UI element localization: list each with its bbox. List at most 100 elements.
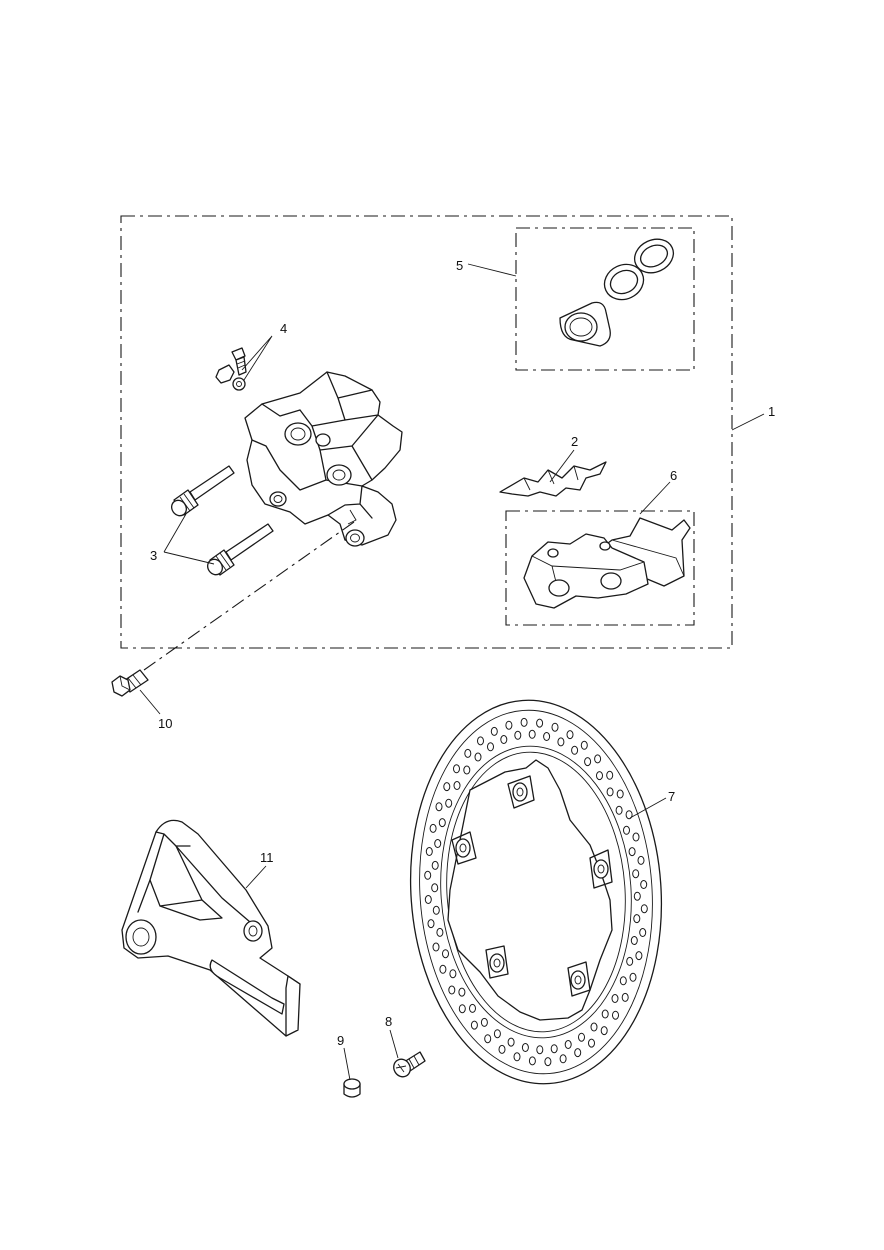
brake-pad-kit-boundary: [505, 510, 695, 626]
piston-and-seals: [559, 238, 674, 347]
disc-vent-hole: [606, 770, 614, 780]
pad-spring: [499, 461, 607, 497]
disc-vent-hole: [448, 985, 456, 995]
disc-vent-hole: [434, 839, 442, 848]
disc-vent-hole: [443, 782, 451, 792]
disc-vent-hole: [432, 942, 440, 952]
disc-vent-hole: [551, 722, 559, 732]
disc-vent-hole: [615, 805, 623, 815]
callout-5: 5: [456, 258, 463, 273]
callout-9: 9: [337, 1033, 344, 1048]
disc-vent-hole: [484, 1034, 492, 1044]
disc-vent-hole: [536, 1045, 544, 1055]
disc-vent-hole: [500, 735, 508, 744]
callout-1: 1: [768, 404, 775, 419]
disc-vent-hole: [521, 1043, 529, 1052]
disc-bolt: [393, 1051, 426, 1078]
disc-vent-hole: [566, 730, 574, 740]
disc-vent-hole: [487, 742, 494, 752]
disc-vent-hole: [550, 1044, 558, 1054]
disc-vent-hole: [557, 737, 565, 747]
disc-vent-hole: [442, 949, 449, 959]
callout-4: 4: [280, 321, 287, 336]
disc-vent-hole: [514, 730, 522, 740]
disc-vent-hole: [445, 798, 453, 808]
cap: [343, 1078, 361, 1098]
disc-vent-hole: [580, 740, 588, 750]
bleed-screw: [215, 347, 247, 391]
disc-vent-holes: [424, 717, 648, 1067]
disc-vent-hole: [463, 765, 471, 775]
disc-vent-hole: [432, 905, 440, 915]
disc-vent-hole: [544, 1057, 552, 1067]
callout-3: 3: [150, 548, 157, 563]
disc-vent-hole: [590, 1022, 598, 1032]
caliper-body: [244, 371, 403, 547]
disc-vent-hole: [449, 969, 457, 979]
disc-vent-hole: [601, 1009, 609, 1019]
disc-vent-hole: [498, 1044, 506, 1054]
disc-vent-hole: [469, 1003, 476, 1013]
disc-vent-hole: [588, 1038, 595, 1048]
slide-pin-lower: [207, 523, 274, 576]
disc-vent-hole: [543, 732, 551, 741]
caliper-mounting-bolt: [111, 669, 149, 697]
disc-vent-hole: [477, 736, 484, 746]
disc-vent-hole: [611, 994, 619, 1003]
slide-pin-upper: [171, 465, 235, 517]
disc-vent-hole: [594, 754, 602, 764]
disc-vent-hole: [453, 764, 460, 774]
disc-vent-hole: [425, 847, 433, 856]
disc-vent-hole: [438, 818, 446, 828]
disc-vent-hole: [480, 1017, 488, 1027]
disc-vent-hole: [621, 992, 629, 1002]
callout-6: 6: [670, 468, 677, 483]
caliper-kit-boundary: [120, 215, 733, 649]
leader-lines: [139, 263, 765, 1081]
disc-vent-hole: [619, 976, 627, 986]
disc-vent-hole: [629, 972, 637, 982]
disc-vent-hole: [470, 1020, 478, 1030]
disc-vent-hole: [559, 1054, 567, 1064]
disc-vent-hole: [633, 891, 641, 901]
disc-vent-hole: [625, 810, 633, 820]
disc-vent-hole: [424, 895, 432, 904]
disc-vent-hole: [637, 855, 645, 865]
disc-vent-hole: [458, 987, 466, 997]
caliper-carrier: [121, 819, 301, 1037]
disc-vent-hole: [596, 771, 603, 781]
disc-vent-hole: [458, 1004, 466, 1014]
disc-vent-hole: [436, 927, 444, 937]
disc-vent-hole: [464, 748, 472, 758]
disc-vent-hole: [439, 964, 447, 974]
disc-vent-hole: [431, 860, 439, 870]
disc-vent-hole: [571, 745, 579, 755]
disc-vent-hole: [429, 823, 437, 833]
disc-vent-hole: [630, 936, 638, 945]
disc-vent-hole: [528, 1056, 536, 1066]
disc-vent-hole: [507, 1037, 515, 1047]
callout-11: 11: [260, 850, 274, 865]
bolt-centreline: [143, 521, 355, 671]
disc-vent-hole: [513, 1052, 521, 1062]
brake-disc: [409, 699, 663, 1085]
disc-vent-hole: [490, 726, 498, 736]
disc-vent-hole: [578, 1032, 585, 1042]
disc-vent-hole: [520, 717, 528, 727]
disc-vent-hole: [474, 752, 482, 762]
disc-vent-hole: [606, 787, 614, 797]
callout-labels: 1 2 3 4 5 6 7 8 9 10 11: [150, 258, 775, 1048]
disc-vent-hole: [564, 1040, 572, 1049]
callout-7: 7: [668, 789, 675, 804]
disc-vent-hole: [574, 1048, 582, 1058]
disc-mounting-holes: [451, 775, 613, 997]
disc-vent-hole: [431, 883, 439, 893]
disc-vent-hole: [612, 1010, 619, 1020]
disc-vent-hole: [505, 720, 513, 730]
disc-vent-hole: [639, 928, 647, 937]
disc-vent-hole: [640, 904, 648, 914]
disc-vent-hole: [626, 956, 634, 966]
disc-vent-hole: [584, 757, 592, 767]
disc-vent-hole: [632, 869, 640, 879]
